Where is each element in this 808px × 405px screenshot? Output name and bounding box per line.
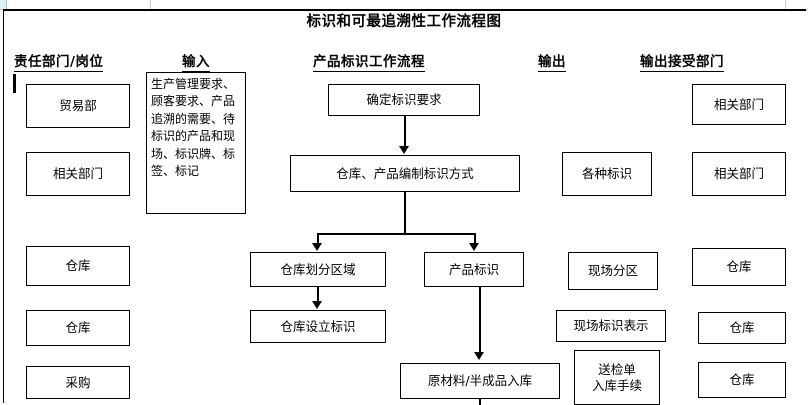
process-box-product-marking[interactable]: 产品标识 — [424, 252, 524, 287]
responsible-box-warehouse-2[interactable]: 仓库 — [26, 310, 130, 346]
arrowhead-inbound — [474, 352, 484, 360]
output-box-various-markings[interactable]: 各种标识 — [562, 152, 652, 196]
connector-bus-to-product-marking — [474, 233, 476, 244]
responsible-box-purchasing[interactable]: 采购 — [26, 366, 130, 399]
arrowhead-set-marking — [312, 301, 322, 309]
arrowhead-product-marking — [469, 243, 479, 251]
receiver-box-related-dept-2[interactable]: 相关部门 — [692, 152, 786, 196]
column-header-input: 输入 — [182, 50, 210, 72]
receiver-box-related-dept-1[interactable]: 相关部门 — [692, 84, 786, 125]
output-box-inspection-and-inbound-forms[interactable]: 送检单 入库手续 — [574, 350, 660, 405]
column-header-output-receiver: 输出接受部门 — [640, 50, 724, 72]
arrowhead-zoning — [312, 243, 322, 251]
ruler-tick — [785, 0, 786, 9]
process-box-compile-marking-method[interactable]: 仓库、产品编制标识方式 — [290, 155, 520, 192]
arrowhead-compile — [399, 146, 409, 154]
responsible-box-warehouse-1[interactable]: 仓库 — [26, 246, 130, 286]
column-header-output: 输出 — [538, 50, 566, 72]
input-box-requirements[interactable]: 生产管理要求、顾客要求、产品追溯的需要、待标识的产品和现场、标识牌、标签、标记 — [146, 72, 246, 214]
column-header-responsible-department: 责任部门/岗位 — [14, 50, 104, 72]
column-header-process: 产品标识工作流程 — [313, 50, 425, 72]
output-box-site-marking-display[interactable]: 现场标识表示 — [556, 310, 666, 342]
output-box-site-zoning[interactable]: 现场分区 — [568, 252, 658, 290]
process-box-define-marking-requirements[interactable]: 确定标识要求 — [328, 84, 480, 116]
connector-product-marking-to-inbound — [479, 287, 481, 353]
ruler-tab-stop[interactable] — [0, 0, 7, 9]
connector-inbound-down — [479, 399, 481, 405]
responsible-box-trade-dept[interactable]: 贸易部 — [26, 84, 130, 128]
process-box-warehouse-zoning[interactable]: 仓库划分区域 — [250, 252, 386, 287]
connector-branch-bus — [317, 233, 475, 235]
connector-bus-to-zoning — [317, 233, 319, 244]
connector-define-to-compile — [404, 116, 406, 147]
receiver-box-warehouse-2[interactable]: 仓库 — [698, 312, 786, 344]
ruler-tick — [150, 0, 151, 9]
responsible-box-related-dept[interactable]: 相关部门 — [26, 152, 130, 196]
connector-compile-to-bus — [404, 192, 406, 234]
page-title: 标识和可最追溯性工作流程图 — [306, 14, 502, 30]
cursor-caret — [13, 74, 16, 93]
process-box-material-inbound[interactable]: 原材料/半成品入库 — [400, 363, 560, 399]
process-box-warehouse-set-marking[interactable]: 仓库设立标识 — [250, 310, 386, 343]
receiver-box-warehouse-3[interactable]: 仓库 — [698, 362, 786, 398]
connector-zoning-to-set-marking — [317, 287, 319, 301]
receiver-box-warehouse-1[interactable]: 仓库 — [692, 248, 786, 286]
